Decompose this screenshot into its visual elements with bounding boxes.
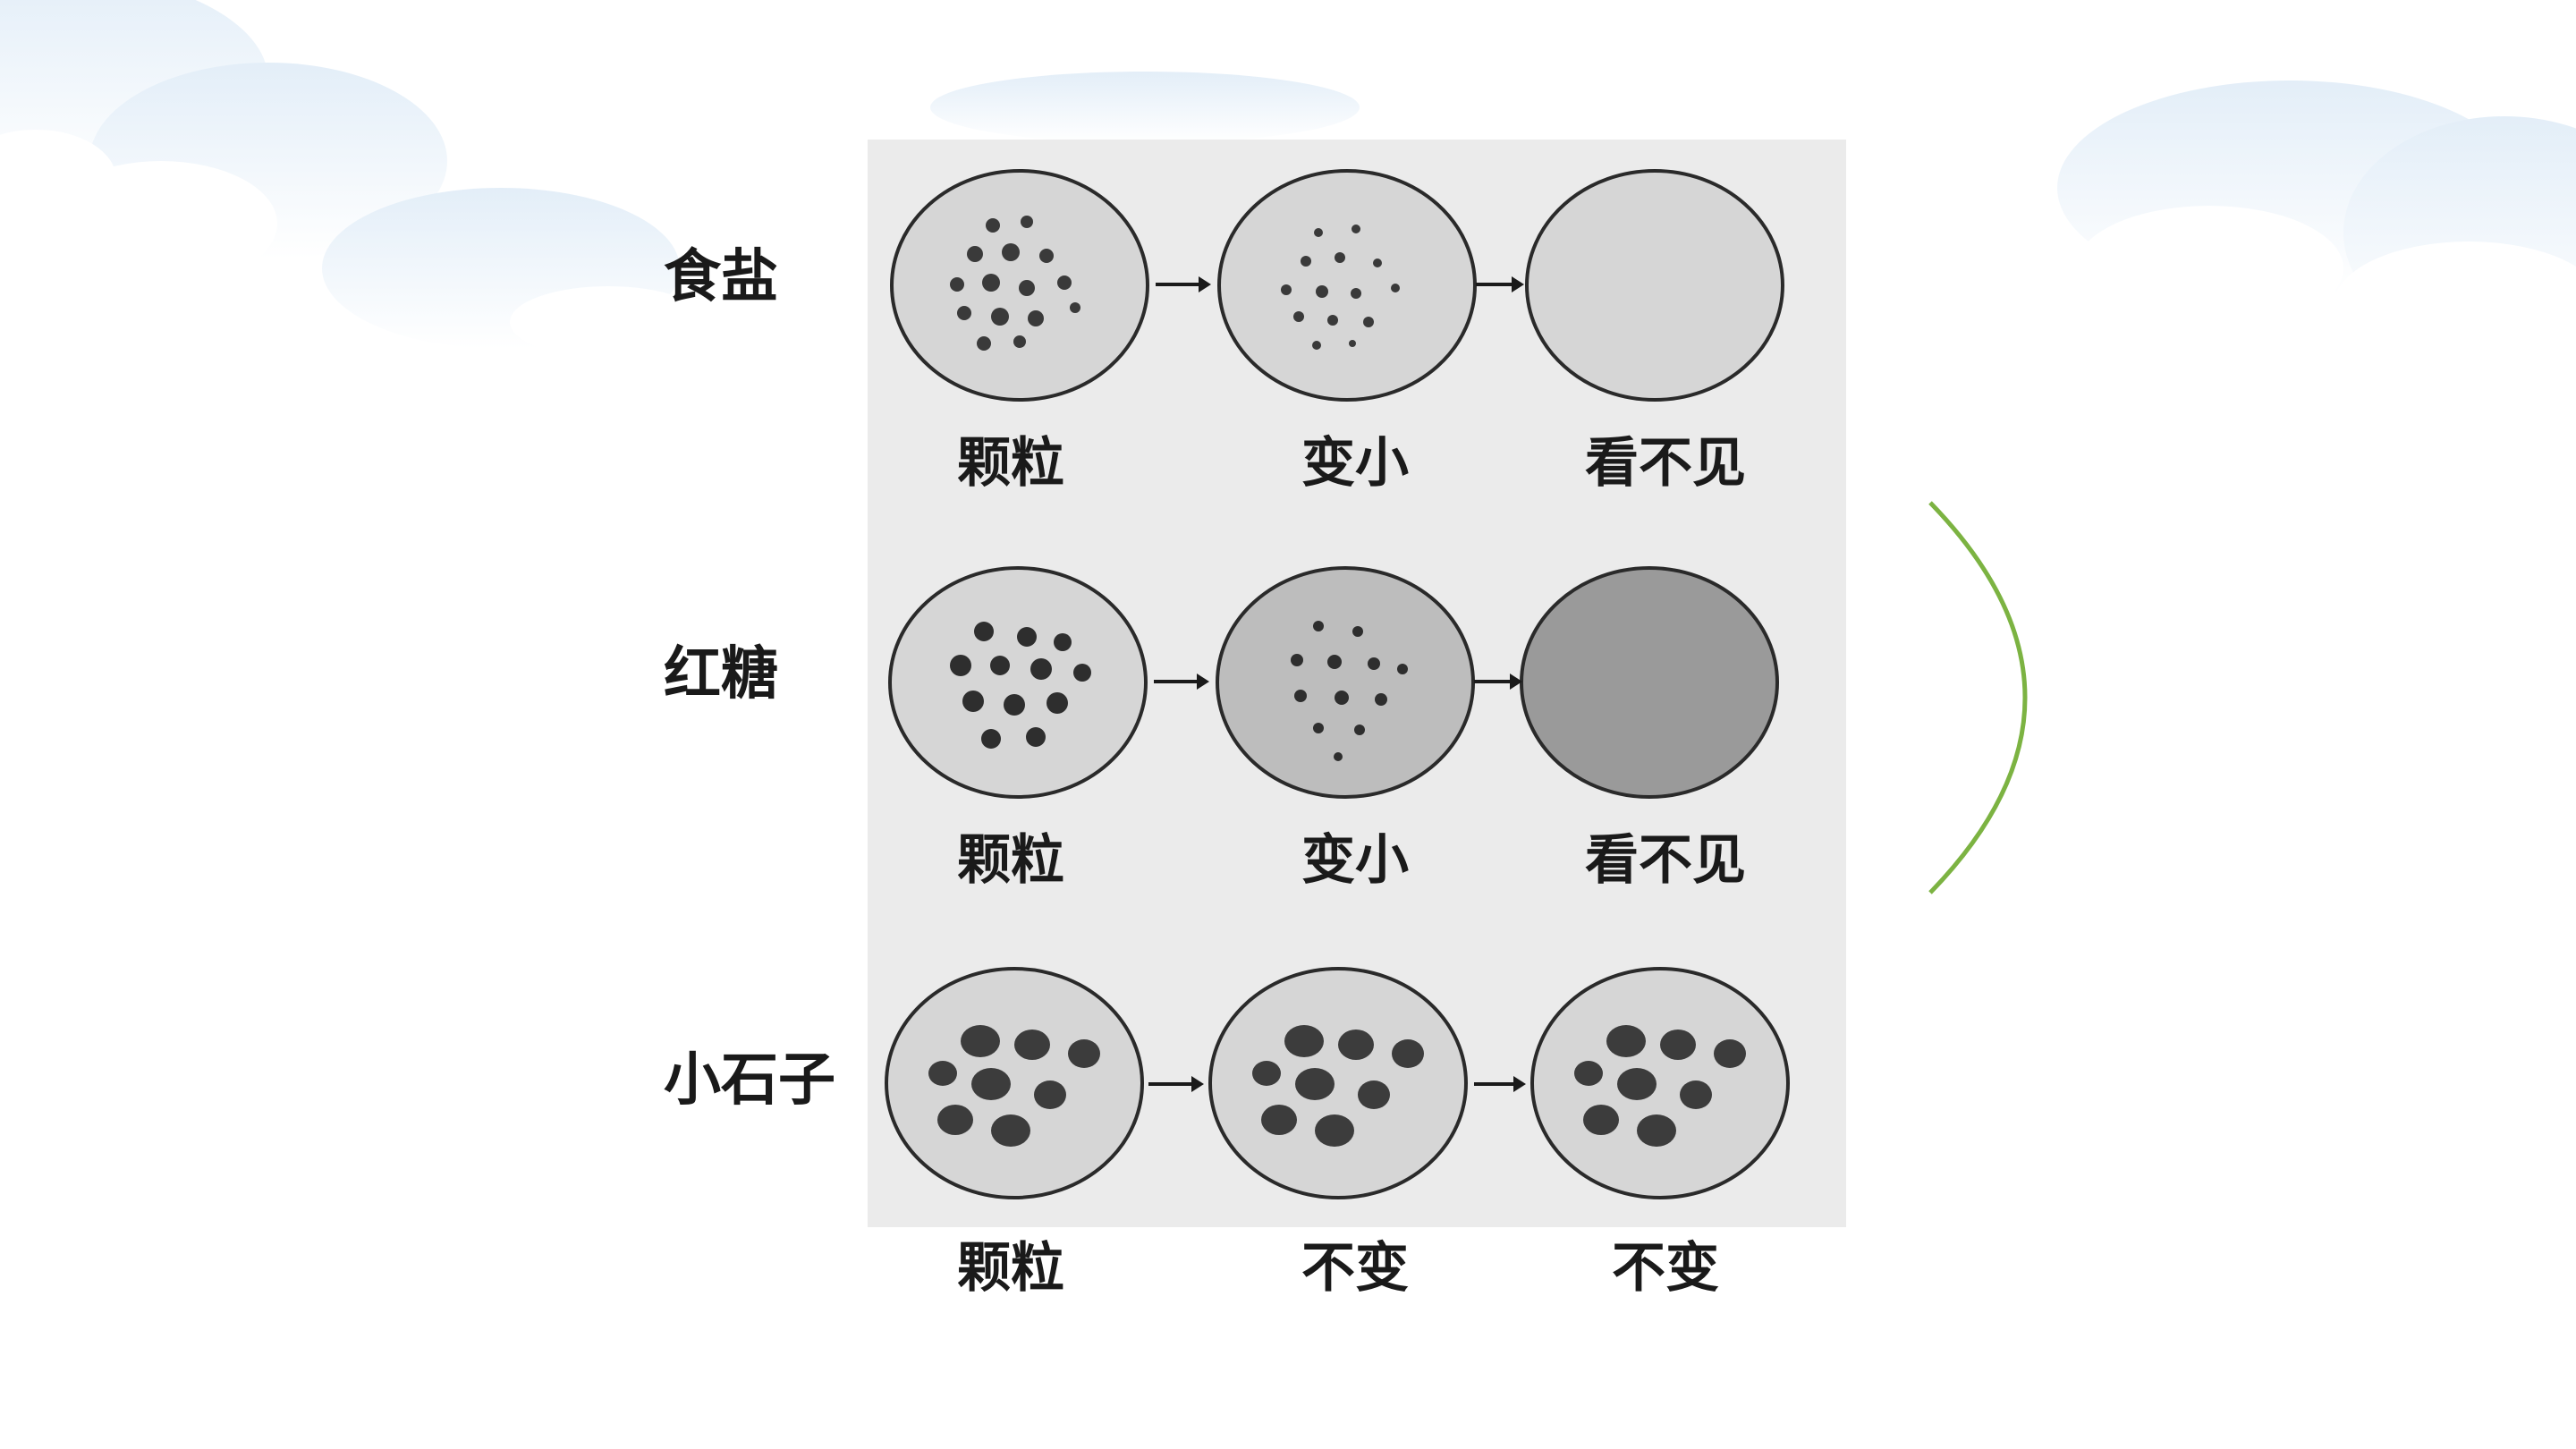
bracket-arc [1928, 501, 2028, 894]
row-label-salt: 食盐 [664, 244, 778, 310]
caption-brown-sugar-3: 看不见 [1585, 829, 1746, 892]
dish-brown-sugar-granules [888, 566, 1148, 799]
dish-salt-granules [890, 169, 1149, 402]
caption-salt-1: 颗粒 [957, 432, 1064, 495]
dish-pebbles-3 [1530, 967, 1790, 1199]
arrow-brown-sugar-2 [1474, 674, 1522, 690]
dish-salt-invisible [1525, 169, 1784, 402]
dish-pebbles-2 [1208, 967, 1468, 1199]
row-label-brown-sugar: 红糖 [664, 641, 778, 708]
dish-brown-sugar-smaller [1216, 566, 1475, 799]
caption-salt-2: 变小 [1301, 432, 1409, 495]
arrow-pebbles-2 [1474, 1076, 1526, 1092]
caption-pebbles-3: 不变 [1612, 1237, 1719, 1300]
caption-salt-3: 看不见 [1585, 432, 1746, 495]
row-label-pebbles: 小石子 [664, 1047, 835, 1114]
arrow-brown-sugar-1 [1154, 674, 1209, 690]
caption-brown-sugar-1: 颗粒 [957, 829, 1064, 892]
arrow-salt-2 [1476, 276, 1524, 292]
dish-salt-smaller [1217, 169, 1477, 402]
arrow-pebbles-1 [1148, 1076, 1204, 1092]
dish-brown-sugar-invisible [1520, 566, 1779, 799]
dish-pebbles-1 [885, 967, 1144, 1199]
caption-brown-sugar-2: 变小 [1301, 829, 1409, 892]
arrow-salt-1 [1156, 276, 1211, 292]
caption-pebbles-2: 不变 [1301, 1237, 1409, 1300]
caption-pebbles-1: 颗粒 [957, 1237, 1064, 1300]
